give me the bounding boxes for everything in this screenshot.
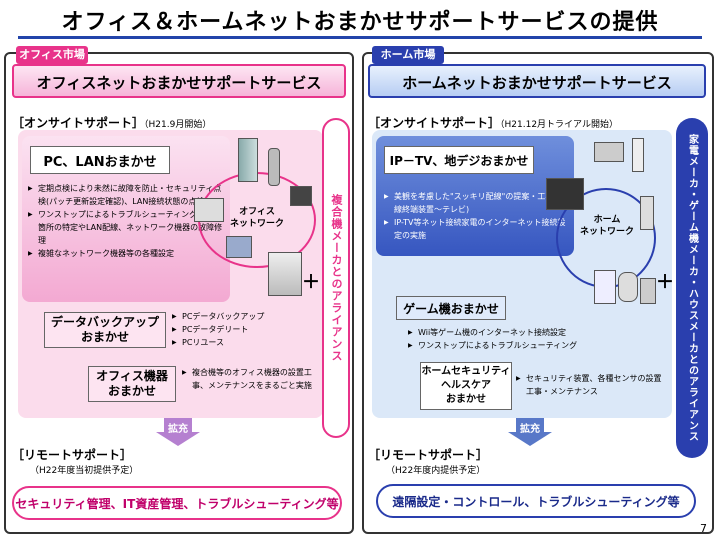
office-backup-item: PCデータバックアップ — [172, 310, 312, 323]
home-alliance-bar: 家電メーカ・ゲーム機メーカ・ハウスメーカとのアライアンス — [676, 118, 708, 458]
office-remote-label: ［リモートサポート］ — [12, 448, 133, 462]
home-expand-arrow — [508, 418, 552, 446]
office-backup-title: データバックアップ おまかせ — [44, 312, 166, 348]
home-fax-icon — [594, 142, 624, 162]
home-onsite-title: ［オンサイトサポート］ — [368, 116, 501, 130]
title-underline — [18, 36, 702, 39]
office-expand-arrow — [156, 418, 200, 446]
office-pc-lan-item: 定期点検により未然に故障を防止・セキュリティ点検(パッチ更新設定確認)、LAN接… — [28, 182, 224, 208]
home-iptv-title: IP－TV、地デジおまかせ — [384, 146, 534, 174]
home-network-label: ホーム ネットワーク — [579, 215, 634, 237]
home-security-title: ホームセキュリティ ヘルスケア おまかせ — [420, 362, 512, 410]
home-panel — [362, 52, 714, 534]
home-market-tag: ホーム市場 — [372, 46, 444, 64]
home-remote-label: ［リモートサポート］ — [368, 448, 489, 462]
home-router-icon — [640, 196, 654, 230]
home-expand-label: 拡充 — [520, 424, 540, 435]
office-phone-icon — [268, 148, 280, 186]
office-onsite-note: （H21.9月開始） — [144, 120, 212, 130]
office-pc-lan-title: PC、LANおまかせ — [30, 146, 170, 174]
home-iptv-item: IP-TV等ネット接続家電のインターネット接続設定の実施 — [384, 216, 568, 242]
office-equipment-list: 複合機等のオフィス機器の設置工事、メンテナンスをまるごと実施 — [182, 366, 312, 392]
home-security-item: セキュリティ装置、各種センサの設置工事・メンテナンス — [516, 372, 664, 398]
office-desk-phone-icon — [290, 186, 312, 206]
home-game-title: ゲーム機おまかせ — [396, 296, 506, 320]
office-backup-item: PCデータデリート — [172, 323, 312, 336]
office-pc-lan-list: 定期点検により未然に故障を防止・セキュリティ点検(パッチ更新設定確認)、LAN接… — [28, 182, 224, 260]
office-equipment-item: 複合機等のオフィス機器の設置工事、メンテナンスをまるごと実施 — [182, 366, 312, 392]
office-printer-icon — [194, 198, 224, 222]
home-plus-sign: ＋ — [656, 272, 674, 293]
home-tv-icon — [546, 178, 584, 210]
office-remote-note: （H22年度当初提供予定） — [30, 466, 139, 476]
office-alliance-bar: 複合機メーカとのアライアンス — [322, 118, 350, 438]
office-pc-lan-item: ワンストップによるトラブルシューティング・故障箇所の特定やLAN配線、ネットワー… — [28, 208, 224, 247]
home-game-item: Wii等ゲーム機のインターネット接続設定 — [408, 326, 608, 339]
office-computer-icon — [226, 236, 252, 258]
home-header: ホームネットおまかせサポートサービス — [368, 64, 706, 98]
office-server-icon — [238, 138, 258, 182]
office-remote-services: セキュリティ管理、IT資産管理、トラブルシューティング等 — [12, 486, 342, 520]
office-plus-sign: ＋ — [302, 272, 320, 293]
home-sensor-icon — [640, 278, 656, 304]
home-remote-note: （H22年度内提供予定） — [386, 466, 486, 476]
office-onsite-title: ［オンサイトサポート］ — [12, 116, 145, 130]
office-pc-lan-item: 複雑なネットワーク機器等の各種設定 — [28, 247, 224, 260]
home-game-list: Wii等ゲーム機のインターネット接続設定 ワンストップによるトラブルシューティン… — [408, 326, 608, 352]
office-backup-item: PCリユース — [172, 336, 312, 349]
home-camera-icon — [618, 272, 638, 302]
home-game-item: ワンストップによるトラブルシューティング — [408, 339, 608, 352]
home-iptv-list: 美観を考慮した"スッキリ配線"の提案・工事(回線終端装置～テレビ) IP-TV等… — [384, 190, 568, 242]
office-market-tag: オフィス市場 — [16, 46, 88, 64]
office-equipment-title: オフィス機器 おまかせ — [88, 366, 176, 402]
office-network-label: オフィス ネットワーク — [229, 207, 284, 229]
office-header: オフィスネットおまかせサポートサービス — [12, 64, 346, 98]
office-expand-label: 拡充 — [168, 424, 188, 435]
home-iptv-item: 美観を考慮した"スッキリ配線"の提案・工事(回線終端装置～テレビ) — [384, 190, 568, 216]
home-game-console-icon — [594, 270, 616, 304]
home-security-list: セキュリティ装置、各種センサの設置工事・メンテナンス — [516, 372, 664, 398]
office-panel — [4, 52, 354, 534]
office-copier-icon — [268, 252, 302, 296]
page-number: 7 — [700, 522, 707, 535]
office-backup-list: PCデータバックアップ PCデータデリート PCリユース — [172, 310, 312, 349]
home-phone-icon — [632, 138, 644, 172]
office-onsite-label: ［オンサイトサポート］（H21.9月開始） — [12, 114, 252, 131]
home-remote-services: 遠隔設定・コントロール、トラブルシューティング等 — [376, 484, 696, 518]
page-title: オフィス＆ホームネットおまかせサポートサービスの提供 — [61, 10, 659, 35]
home-onsite-label: ［オンサイトサポート］（H21.12月トライアル開始） — [368, 114, 648, 131]
home-onsite-note: （H21.12月トライアル開始） — [500, 120, 618, 130]
